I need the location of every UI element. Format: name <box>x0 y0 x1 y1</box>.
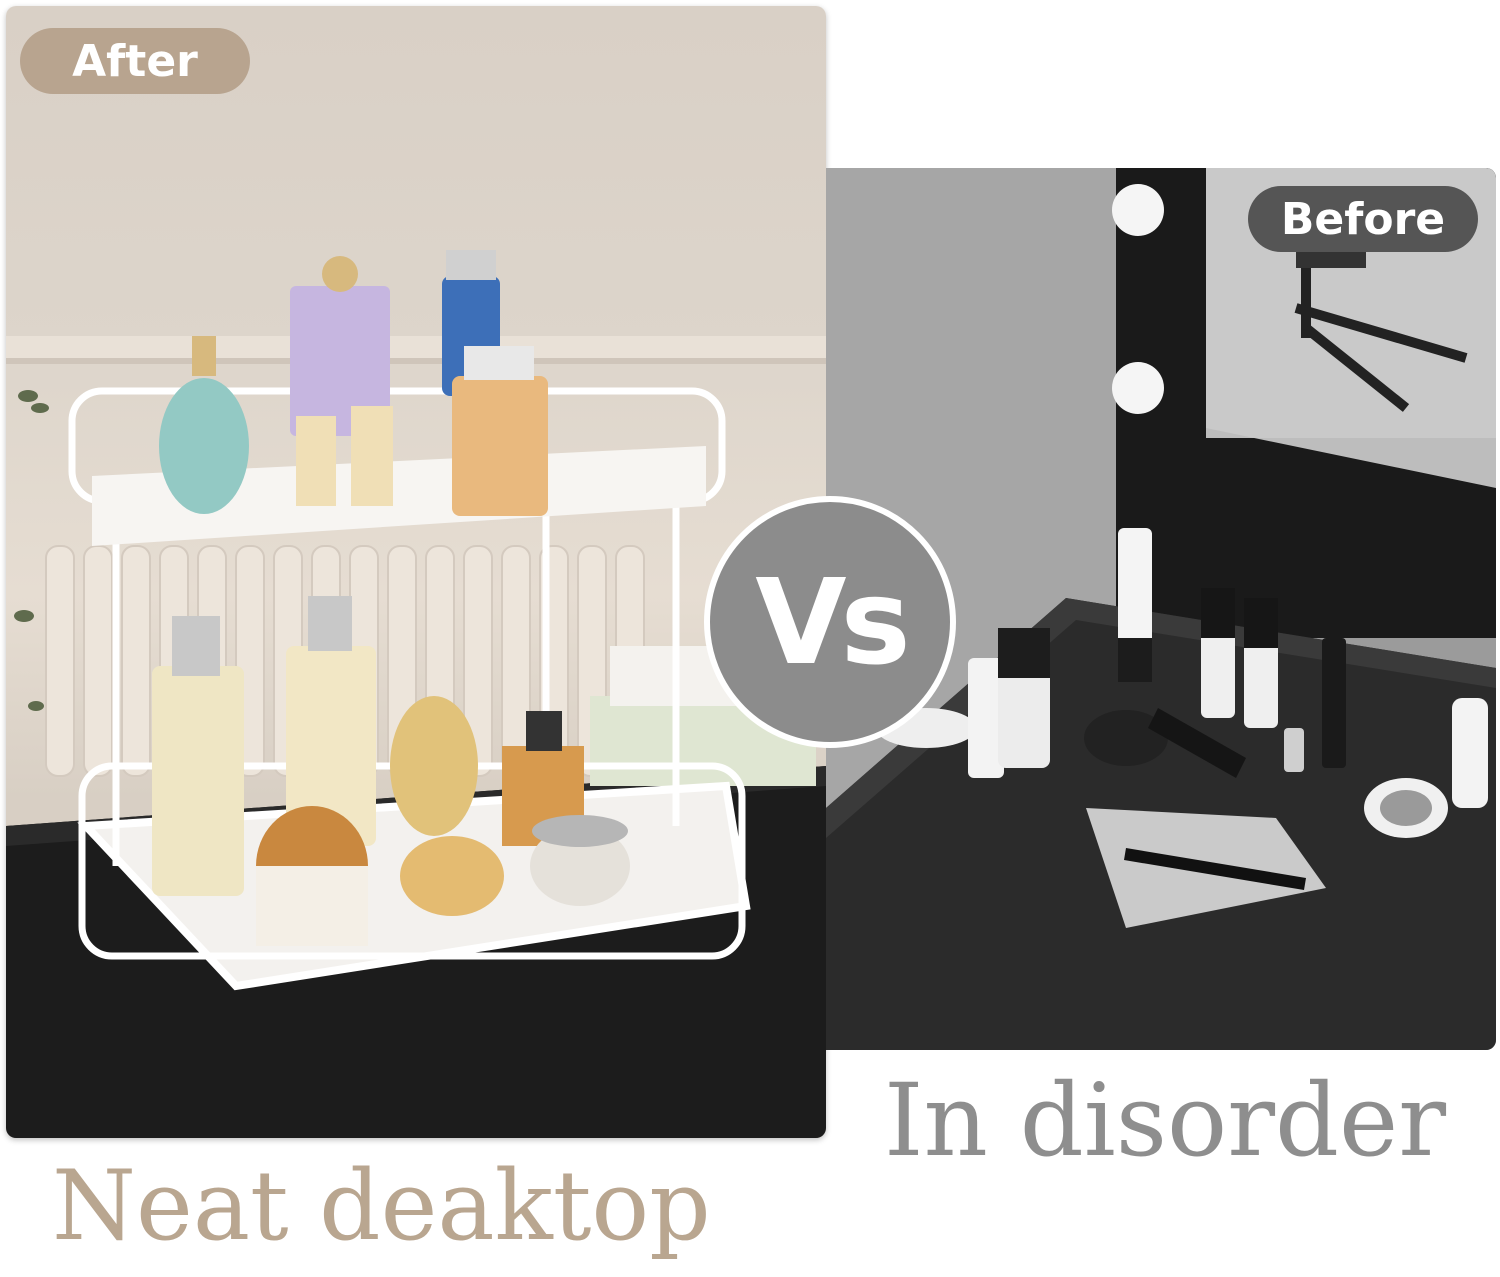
vs-badge: Vs <box>704 496 956 748</box>
after-badge: After <box>20 28 250 94</box>
organized-vanity-illustration <box>6 250 826 1138</box>
after-photo <box>6 6 826 1138</box>
before-badge: Before <box>1248 186 1478 252</box>
before-photo <box>826 168 1496 1050</box>
before-caption: In disorder <box>884 1062 1447 1179</box>
cosmetics-clutter <box>876 528 1488 928</box>
after-caption: Neat deaktop <box>52 1150 711 1262</box>
cluttered-vanity-illustration <box>826 168 1496 1050</box>
